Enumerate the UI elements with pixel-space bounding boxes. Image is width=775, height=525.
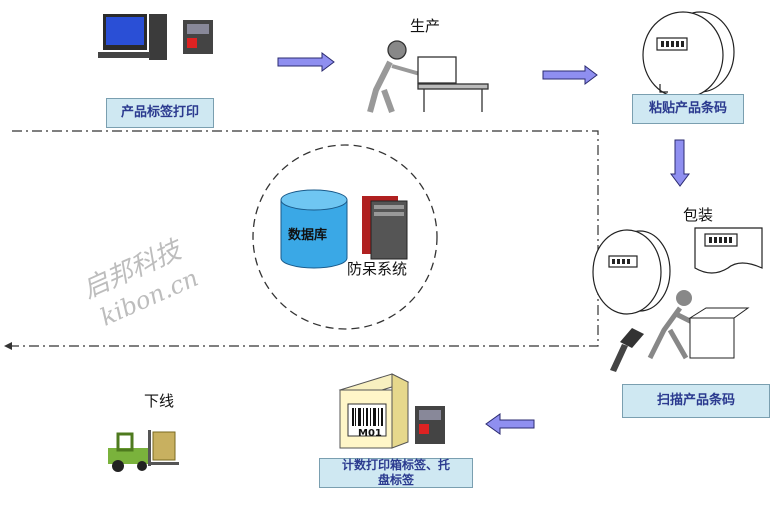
step-count-print-line2: 盘标签 — [377, 473, 414, 487]
production-worker-icon — [367, 40, 489, 114]
barcode-sheet-icon — [694, 227, 763, 274]
step-count-print-line1: 计数打印箱标签、托 — [341, 458, 450, 472]
label-printer-icon — [183, 20, 213, 54]
step-print-label-text: 产品标签打印 — [120, 105, 199, 120]
barcode-scanner-icon — [610, 328, 644, 372]
return-loop-line — [12, 130, 599, 347]
step-attach-barcode-text: 粘贴产品条码 — [648, 101, 727, 116]
carton-label-printer-icon — [415, 406, 445, 444]
loop-arrowhead — [4, 342, 12, 350]
step-attach-barcode: 粘贴产品条码 — [632, 94, 744, 124]
barcode-roll-icon — [642, 11, 735, 99]
step-count-print: 计数打印箱标签、托 盘标签 — [319, 458, 473, 488]
step-offline: 下线 — [144, 392, 175, 410]
step-packing: 包装 — [683, 206, 714, 224]
shipping-carton-icon — [338, 373, 410, 449]
database-cylinder-icon — [280, 189, 348, 269]
step-scan-barcode: 扫描产品条码 — [622, 384, 770, 418]
arrow-to-production — [277, 52, 335, 72]
anti-system-label: 防呆系统 — [347, 260, 408, 278]
forklift-icon — [108, 430, 179, 472]
packing-roll-icon — [592, 229, 671, 315]
arrow-to-count-print — [485, 413, 535, 435]
carton-label-code: M01 — [358, 428, 382, 439]
arrow-to-attach — [542, 65, 598, 85]
step-print-label: 产品标签打印 — [106, 98, 214, 128]
center-dashed-circle — [252, 144, 438, 330]
arrow-down-to-packing — [670, 139, 690, 187]
packing-worker-icon — [647, 290, 750, 360]
step-production: 生产 — [410, 17, 441, 35]
computer-icon — [98, 14, 167, 60]
anti-fool-server-icon — [362, 196, 408, 260]
database-label: 数据库 — [288, 228, 328, 243]
step-scan-barcode-text: 扫描产品条码 — [656, 393, 735, 408]
